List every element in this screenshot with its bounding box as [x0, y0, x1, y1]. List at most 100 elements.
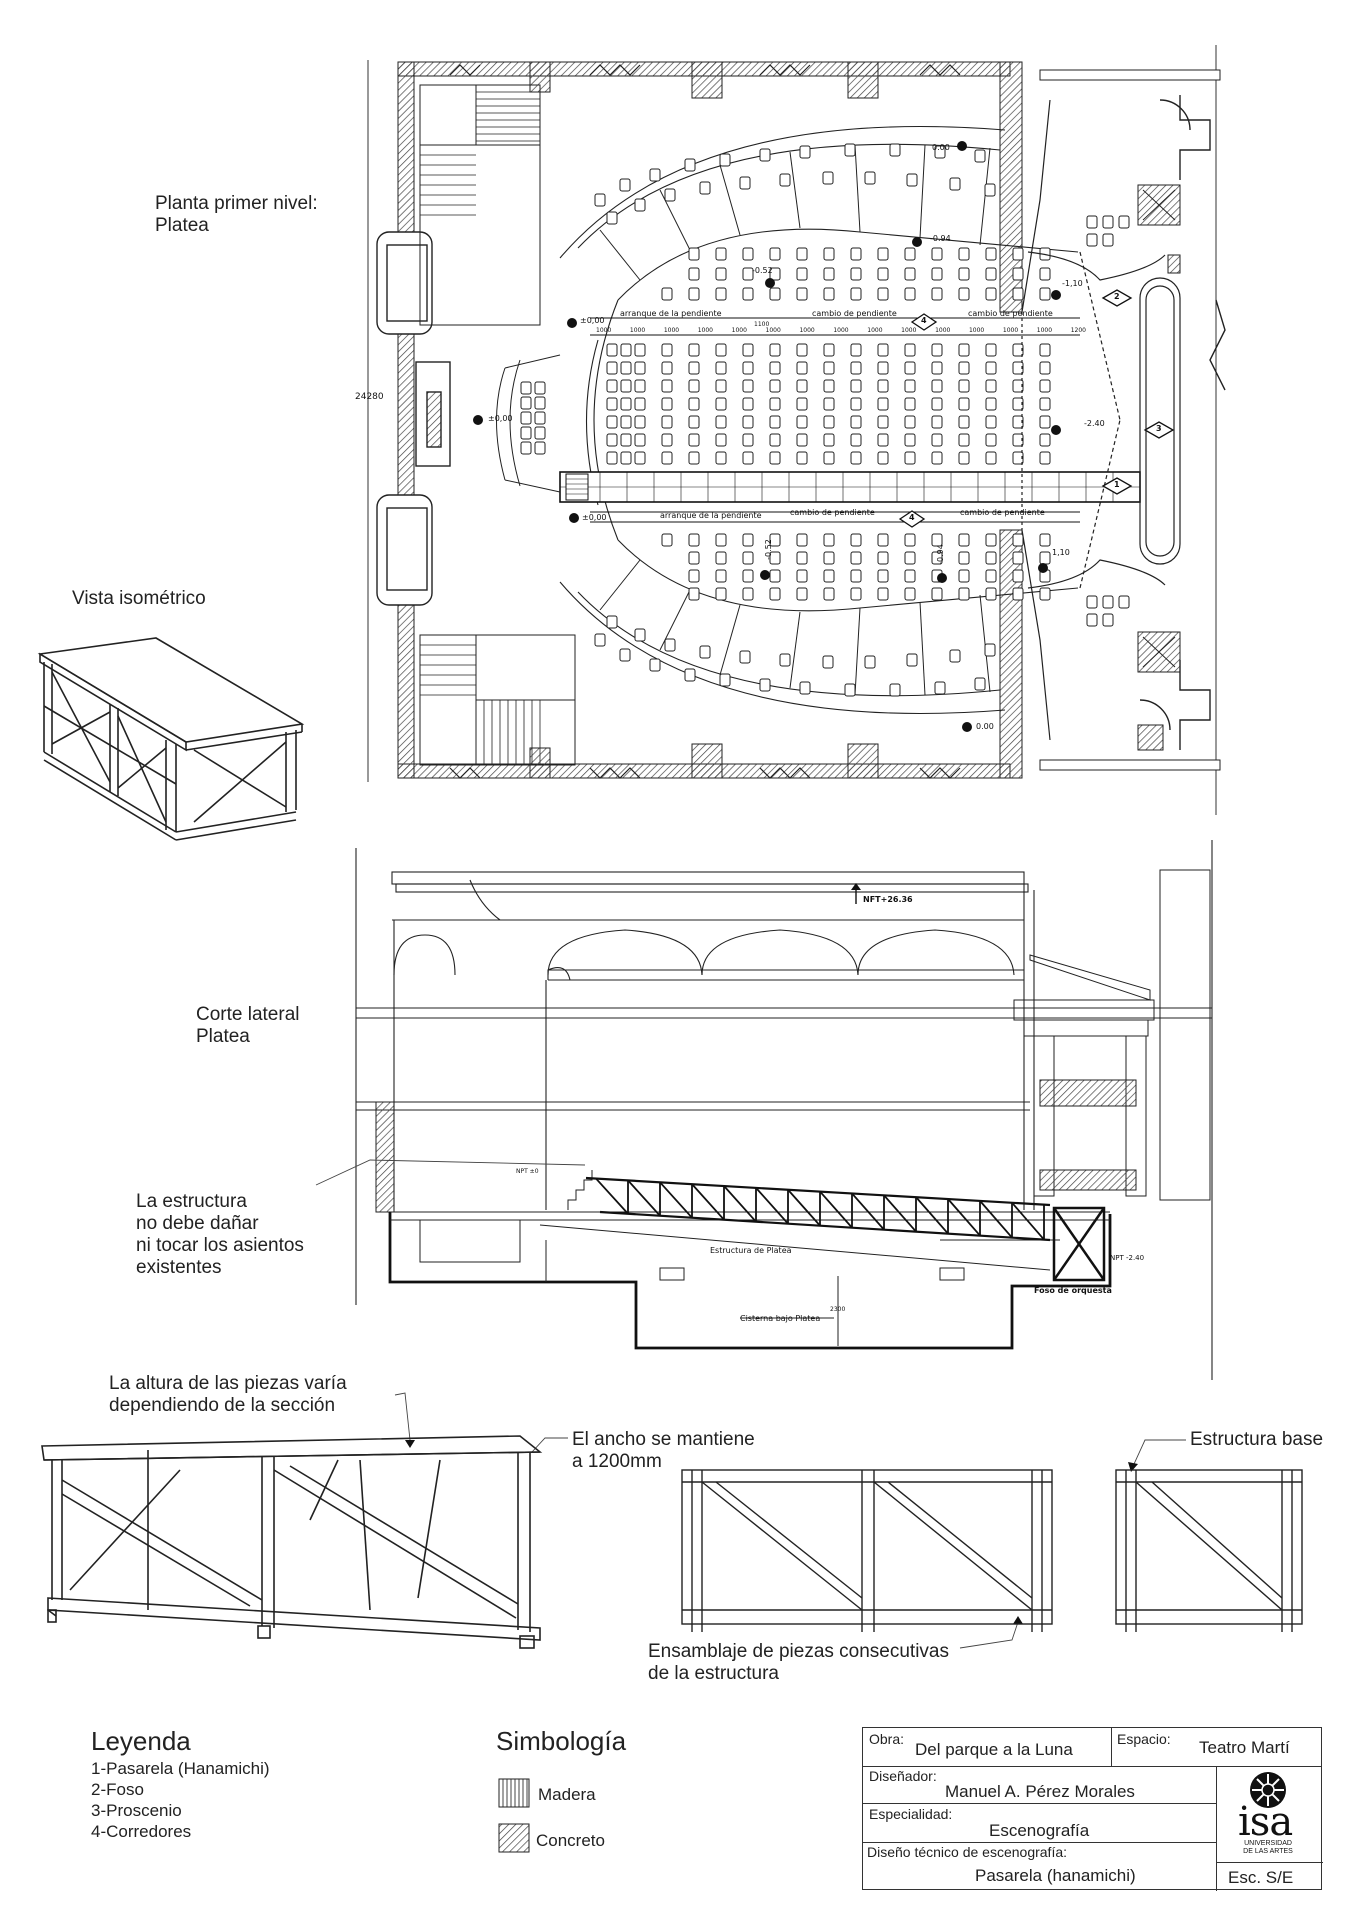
seat	[699, 181, 711, 195]
seat	[742, 451, 754, 465]
seat	[715, 415, 727, 429]
seat	[534, 441, 546, 455]
seat	[620, 379, 632, 393]
seat	[1086, 215, 1098, 229]
seat	[958, 533, 970, 547]
seat	[520, 381, 532, 395]
seat	[715, 267, 727, 281]
seat	[1012, 287, 1024, 301]
seat	[850, 433, 862, 447]
seat	[850, 569, 862, 583]
seat	[742, 379, 754, 393]
seat	[779, 653, 791, 667]
slope-label: cambio de pendiente	[790, 508, 875, 517]
seat	[958, 433, 970, 447]
seat	[520, 426, 532, 440]
truss-web	[627, 1179, 661, 1217]
seat	[719, 673, 731, 687]
truss-web	[851, 1192, 885, 1231]
seat	[877, 415, 889, 429]
seat	[688, 397, 700, 411]
diseno-value: Pasarela (hanamichi)	[975, 1866, 1136, 1885]
seat	[742, 415, 754, 429]
seat	[634, 451, 646, 465]
seat	[985, 551, 997, 565]
seat	[796, 533, 808, 547]
seat	[1102, 595, 1114, 609]
seat	[1012, 451, 1024, 465]
assembly-note: Ensamblaje de piezas consecutivas de la …	[648, 1641, 950, 1684]
seat	[877, 533, 889, 547]
slope-label: cambio de pendiente	[968, 309, 1053, 318]
slope-label: arranque de la pendiente	[620, 309, 722, 318]
seat	[1086, 595, 1098, 609]
seat	[1039, 343, 1051, 357]
isa-logo-text: isa	[1238, 1799, 1293, 1845]
seat-grid	[594, 143, 1130, 697]
seat	[984, 183, 996, 197]
seat	[620, 343, 632, 357]
seat	[931, 397, 943, 411]
seat	[606, 615, 618, 629]
seat	[796, 343, 808, 357]
seat	[799, 681, 811, 695]
seat	[904, 551, 916, 565]
seat	[715, 343, 727, 357]
seat	[1039, 267, 1051, 281]
seat	[796, 267, 808, 281]
espacio-value: Teatro Martí	[1199, 1738, 1290, 1757]
seat	[934, 681, 946, 695]
seat	[1012, 551, 1024, 565]
seat	[688, 533, 700, 547]
seat	[958, 397, 970, 411]
seat	[715, 247, 727, 261]
seat	[715, 569, 727, 583]
seat	[1086, 613, 1098, 627]
seat	[823, 343, 835, 357]
level-label: ±0,00	[488, 414, 513, 423]
seat	[688, 379, 700, 393]
seat	[823, 397, 835, 411]
title-block: Obra: Del parque a la Luna Espacio: Teat…	[862, 1727, 1323, 1891]
seat	[769, 533, 781, 547]
seat	[1118, 215, 1130, 229]
seat	[534, 396, 546, 410]
seat	[742, 569, 754, 583]
disenador-value: Manuel A. Pérez Morales	[945, 1782, 1135, 1801]
seat	[1012, 247, 1024, 261]
seat	[931, 415, 943, 429]
seat	[594, 633, 606, 647]
seat	[769, 343, 781, 357]
seat	[688, 287, 700, 301]
seat	[889, 143, 901, 157]
seat	[877, 247, 889, 261]
seat	[769, 551, 781, 565]
legend-item: 3-Proscenio	[91, 1801, 182, 1820]
seat	[844, 143, 856, 157]
legend-item: 1-Pasarela (Hanamichi)	[91, 1759, 270, 1778]
seat	[634, 433, 646, 447]
seat	[759, 678, 771, 692]
seat	[688, 361, 700, 375]
section-note: La estructura no debe dañar ni tocar los…	[136, 1191, 304, 1278]
level-label: 1,10	[1052, 548, 1070, 557]
seat	[850, 343, 862, 357]
section-structure: Estructura de Platea	[710, 1246, 792, 1255]
seat	[742, 551, 754, 565]
seat	[984, 643, 996, 657]
seat	[934, 145, 946, 159]
isa-logo-icon	[1250, 1772, 1286, 1808]
seat	[877, 287, 889, 301]
seat	[931, 343, 943, 357]
seat	[877, 433, 889, 447]
section-cistern: Cisterna bajo Platea	[740, 1314, 821, 1323]
seat	[1039, 379, 1051, 393]
seat	[1102, 613, 1114, 627]
seat	[931, 587, 943, 601]
seat	[769, 267, 781, 281]
seat	[1039, 287, 1051, 301]
level-label: -0.94	[930, 234, 951, 243]
seat	[688, 343, 700, 357]
seat	[877, 397, 889, 411]
